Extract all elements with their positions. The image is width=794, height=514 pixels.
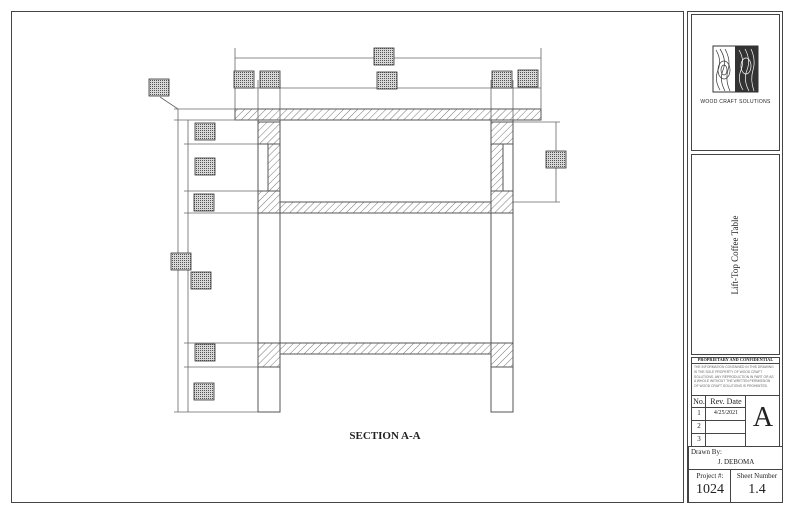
confidential-line: OF WOOD CRAFT SOLUTIONS IS PROHIBITED. (694, 384, 768, 389)
confidential-line: SOLUTIONS. ANY REPRODUCTION IN PART OR A… (694, 374, 774, 379)
dim-foot (193, 382, 215, 401)
dim-right-leg (491, 70, 513, 89)
dim-upper-gap (194, 157, 216, 176)
dim-right-overhang (517, 69, 539, 88)
dim-left-overhang (233, 70, 255, 89)
sheet-number-panel (730, 469, 783, 503)
rev-header-date: Rev. Date (710, 397, 742, 406)
wood-logo (712, 45, 759, 93)
rev-row-date: 4/25/2021 (713, 410, 739, 416)
left-lower-block (257, 342, 281, 368)
right-inner-apron (490, 143, 504, 192)
project-title: Lift-Top Coffee Table (730, 215, 740, 295)
dim-lower-gap (190, 271, 212, 290)
left-inner-apron (267, 143, 281, 192)
rev-row-no: 2 (697, 422, 701, 430)
sheet-number-label: Sheet Number (736, 472, 778, 480)
confidential-line: IS THE SOLE PROPERTY OF WOOD CRAFT (694, 369, 763, 374)
dim-overall-width (373, 47, 395, 66)
dim-overall-height (170, 252, 192, 271)
confidential-line: A WHOLE WITHOUT THE WRITTEN PERMISSION (694, 379, 771, 384)
left-mid-block (257, 190, 281, 214)
dim-upper-block (194, 122, 216, 141)
drawn-by-name: J. DEBOMA (717, 458, 755, 466)
dimension-labels (148, 47, 567, 401)
middle-shelf (279, 201, 492, 214)
right-upper-block (490, 121, 514, 145)
project-number: 1024 (696, 482, 724, 497)
drawn-by-label: Drawn By: (691, 448, 722, 456)
dim-inner-width (376, 71, 398, 90)
confidential-heading: PROPRIETARY AND CONFIDENTIAL (697, 357, 774, 362)
confidential-line: THE INFORMATION CONTAINED IN THIS DRAWIN… (694, 365, 774, 369)
company-name: WOOD CRAFT SOLUTIONS (700, 99, 771, 105)
dim-left-leg (259, 70, 281, 89)
sheet-number: 1.4 (748, 482, 766, 497)
confidential-notice: THE INFORMATION CONTAINED IN THIS DRAWIN… (694, 365, 778, 389)
dim-apron-height (545, 150, 567, 169)
table-top (234, 108, 542, 121)
dim-top-thickness (148, 78, 170, 97)
dim-lower-block (194, 343, 216, 362)
left-upper-block (257, 121, 281, 145)
section-drawing (234, 108, 542, 413)
rev-row-no: 1 (697, 409, 701, 417)
logo-panel (691, 14, 780, 151)
lower-shelf (279, 342, 492, 355)
project-number-label: Project #: (696, 472, 724, 480)
drawing-border (11, 11, 684, 503)
rev-row-no: 3 (697, 435, 701, 443)
revision-letter: A (752, 402, 774, 433)
title-panel (691, 154, 780, 355)
right-lower-block (490, 342, 514, 368)
right-mid-block (490, 190, 514, 214)
dim-mid-block (193, 193, 215, 212)
section-label: SECTION A-A (349, 430, 421, 442)
rev-header-no: No. (693, 397, 705, 406)
